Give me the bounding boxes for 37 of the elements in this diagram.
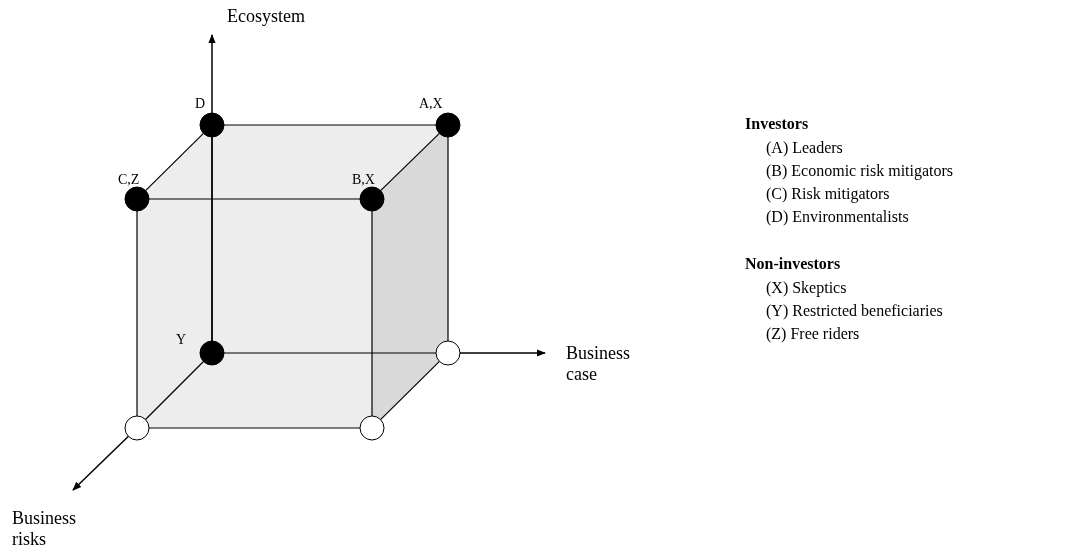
vertex-label: B,X <box>352 172 375 189</box>
cube-edge <box>144 132 205 192</box>
axis-label: Business case <box>566 343 631 385</box>
cube-edge <box>380 132 440 192</box>
cube-edge <box>379 360 441 421</box>
vertex-label: D <box>195 96 206 113</box>
vertex-label: C,Z <box>118 172 140 189</box>
cube-edge <box>148 198 361 200</box>
vertex-label: Y <box>176 332 187 349</box>
cube-edge <box>148 427 361 429</box>
legend-heading: Investors <box>745 115 809 134</box>
legend-item: (C) Risk mitigators <box>766 185 890 204</box>
cube-edge <box>144 360 205 421</box>
legend-item: (X) Skeptics <box>766 279 847 298</box>
cube-edge <box>211 136 213 342</box>
vertex-dot <box>435 112 461 138</box>
legend-item: (Z) Free riders <box>766 325 860 344</box>
axis-label: Business risks <box>12 508 77 550</box>
legend-item: (A) Leaders <box>766 139 843 158</box>
axis-label: Ecosystem <box>227 6 305 27</box>
vertex-dot <box>359 415 385 441</box>
cube-edge <box>371 210 373 417</box>
vertex-dot <box>199 340 225 366</box>
legend-item: (Y) Restricted beneficiaries <box>766 302 943 321</box>
vertex-dot <box>435 340 461 366</box>
legend-heading: Non-investors <box>745 255 841 274</box>
vertex-dot <box>199 112 225 138</box>
cube-edge <box>136 210 138 417</box>
cube-edge <box>447 136 449 342</box>
vertex-dot <box>359 186 385 212</box>
legend-item: (B) Economic risk mitigators <box>766 162 954 181</box>
cube-edge <box>223 352 437 354</box>
legend-item: (D) Environmentalists <box>766 208 909 227</box>
vertex-dot <box>124 186 150 212</box>
cube-edge <box>223 124 437 126</box>
vertex-label: A,X <box>419 96 443 113</box>
vertex-dot <box>124 415 150 441</box>
